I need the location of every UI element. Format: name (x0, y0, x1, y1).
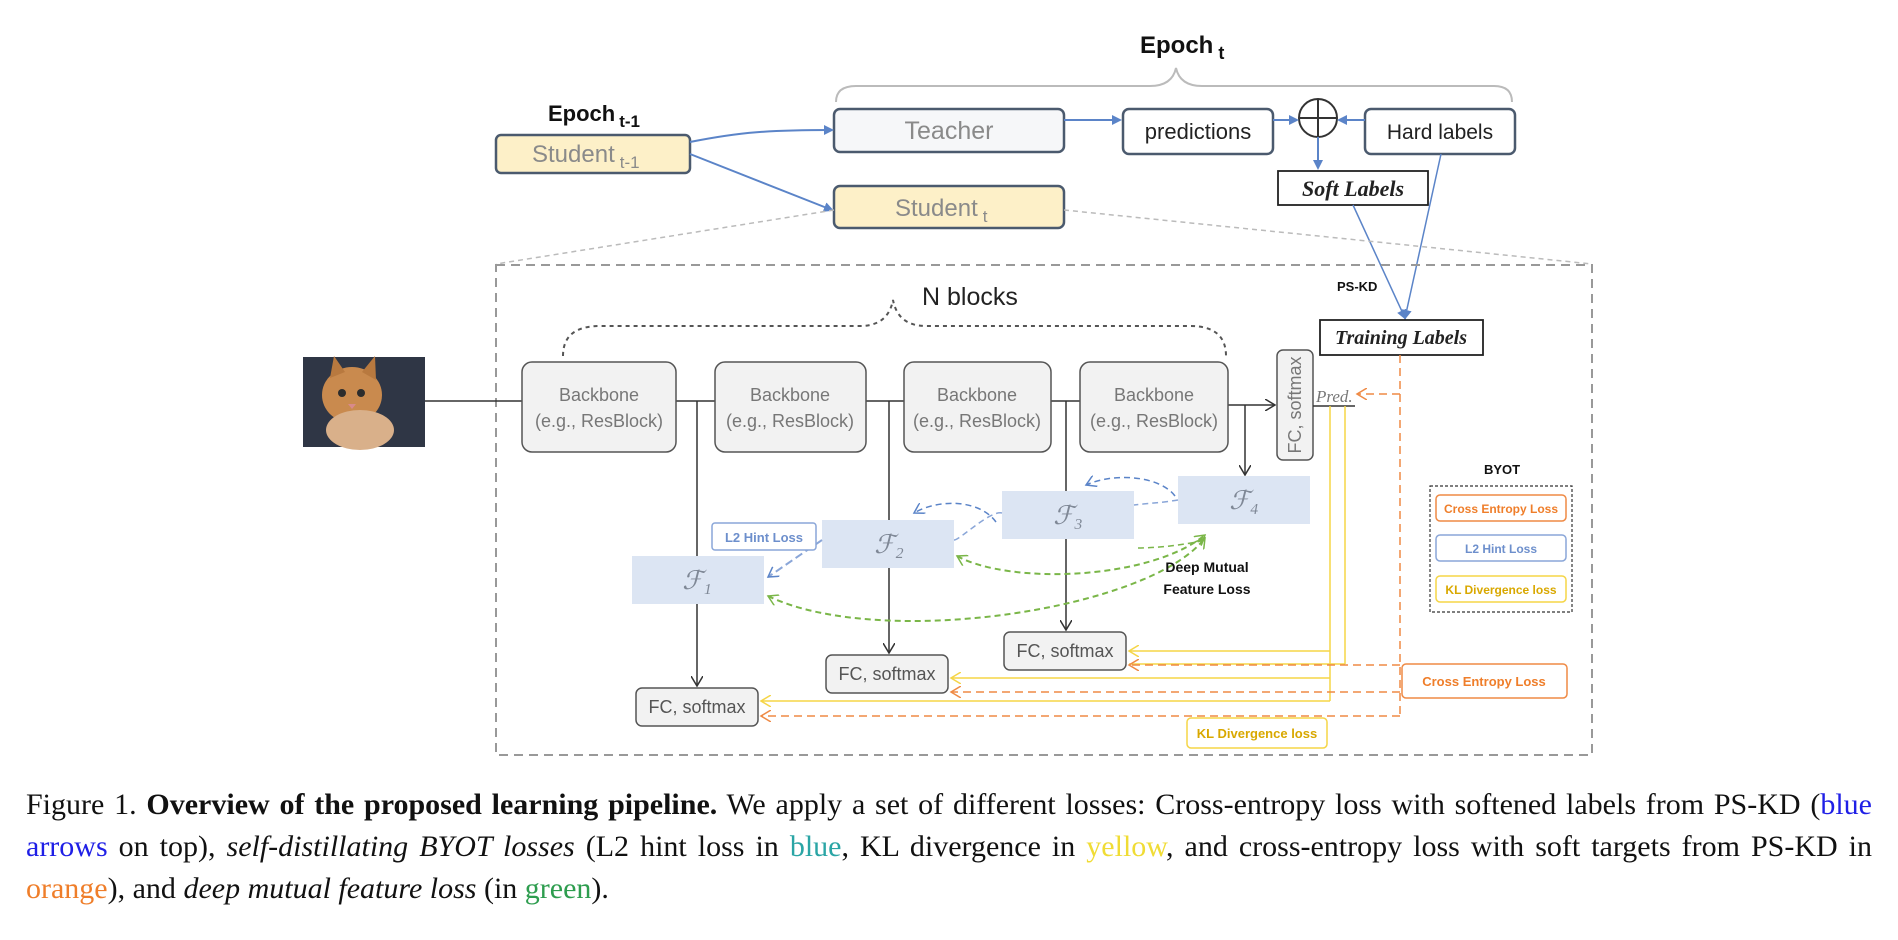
svg-text:FC, softmax: FC, softmax (648, 697, 745, 717)
svg-text:Training Labels: Training Labels (1335, 327, 1467, 349)
caption-blue: blue (789, 830, 842, 863)
feature-f4-box: ℱ₄ (1178, 476, 1310, 524)
caption-blue-arrows: blue arrows (26, 788, 1872, 863)
svg-text:FC, softmax: FC, softmax (1016, 641, 1113, 661)
caption-text-3: (L2 hint loss in (585, 830, 779, 863)
svg-text:FC, softmax: FC, softmax (838, 664, 935, 684)
zoom-line-left (495, 209, 835, 265)
feature-f2-box: ℱ₂ (822, 520, 954, 568)
caption-orange: orange (26, 872, 108, 905)
feature-f1-box: ℱ₁ (632, 556, 764, 604)
l2-arrow-f4-to-f3-curve (1086, 477, 1176, 497)
mutual-curve-f1-f4 (768, 538, 1205, 622)
svg-text:Cross Entropy Loss: Cross Entropy Loss (1422, 674, 1546, 689)
svg-text:(e.g., ResBlock): (e.g., ResBlock) (535, 411, 663, 431)
soft-labels-box: Soft Labels (1277, 170, 1429, 206)
svg-text:(e.g., ResBlock): (e.g., ResBlock) (1090, 411, 1218, 431)
caption-text-5: , and cross-entropy loss with soft targe… (1166, 830, 1873, 863)
svg-text:KL Divergence loss: KL Divergence loss (1197, 726, 1317, 741)
n-blocks-brace (562, 299, 1227, 357)
fc-softmax-box-3: FC, softmax (1003, 631, 1127, 671)
byot-legend: BYOT Cross Entropy Loss L2 Hint Loss KL … (1429, 462, 1573, 613)
caption-text-1: We apply a set of different losses: Cros… (726, 788, 1821, 821)
caption-text-7: (in (483, 872, 518, 905)
svg-text:ℱ₂: ℱ₂ (874, 530, 903, 559)
feature-f3-box: ℱ₃ (1002, 491, 1134, 539)
combine-oplus-icon (1298, 98, 1338, 138)
svg-text:Backbone: Backbone (750, 385, 830, 405)
caption-text-2: on top), (118, 830, 216, 863)
backbone-block-1: Backbone (e.g., ResBlock) (521, 361, 677, 453)
l2-arrow-f3-to-f2-curve (914, 502, 997, 523)
l2-arrow-f4-to-f3 (1133, 499, 1179, 506)
student-detail-container (495, 264, 1593, 756)
ps-kd-label: PS-KD (1337, 279, 1377, 294)
caption-text-4: , KL divergence in (841, 830, 1076, 863)
caption-label: Figure 1. (26, 788, 137, 821)
backbone-block-4: Backbone (e.g., ResBlock) (1079, 361, 1229, 453)
mutual-curve-f3-f4 (1137, 539, 1206, 549)
svg-text:Backbone: Backbone (937, 385, 1017, 405)
teacher-box: Teacher (832, 107, 1066, 154)
caption-text-6: ), and (107, 872, 176, 905)
svg-text:FC, softmax: FC, softmax (1285, 356, 1305, 453)
kl-divergence-loss-tag: KL Divergence loss (1186, 717, 1328, 749)
byot-legend-kl: KL Divergence loss (1445, 583, 1556, 597)
caption-deep-mutual: deep mutual feature loss (183, 872, 477, 905)
zoom-line-right (1063, 209, 1593, 265)
svg-text:Backbone: Backbone (559, 385, 639, 405)
deep-mutual-label: Deep Mutual (1165, 559, 1248, 575)
final-fc-softmax-box: FC, softmax (1276, 349, 1314, 461)
arrow-soft-to-training (1352, 204, 1407, 320)
predictions-box: predictions (1121, 107, 1275, 156)
arrow-student-to-student (689, 153, 834, 212)
byot-legend-title: BYOT (1484, 462, 1520, 477)
caption-byot-losses: self-distillating BYOT losses (226, 830, 575, 863)
training-labels-box: Training Labels (1319, 319, 1484, 356)
caption-title: Overview of the proposed learning pipeli… (146, 788, 718, 821)
l2-hint-loss-tag: L2 Hint Loss (711, 522, 817, 551)
svg-text:Soft Labels: Soft Labels (1302, 176, 1404, 201)
backbone-block-2: Backbone (e.g., ResBlock) (714, 361, 867, 453)
fc-softmax-box-2: FC, softmax (825, 654, 949, 694)
svg-text:Teacher: Teacher (905, 117, 994, 145)
svg-text:Hard labels: Hard labels (1387, 121, 1493, 144)
svg-text:Backbone: Backbone (1114, 385, 1194, 405)
svg-text:ℱ₁: ℱ₁ (682, 566, 711, 595)
byot-legend-ce: Cross Entropy Loss (1444, 502, 1558, 516)
svg-text:(e.g., ResBlock): (e.g., ResBlock) (726, 411, 854, 431)
caption-green: green (524, 872, 592, 905)
l2-arrow-f3-to-f2 (953, 512, 1003, 541)
svg-text:L2 Hint Loss: L2 Hint Loss (725, 530, 803, 545)
arrow-hard-to-training (1401, 153, 1442, 320)
caption-yellow: yellow (1086, 830, 1166, 863)
backbone-block-3: Backbone (e.g., ResBlock) (903, 361, 1052, 453)
deep-mutual-label-2: Feature Loss (1163, 581, 1250, 597)
svg-text:(e.g., ResBlock): (e.g., ResBlock) (913, 411, 1041, 431)
figure-caption: Figure 1. Overview of the proposed learn… (26, 784, 1872, 910)
input-cat-image (303, 356, 425, 450)
pred-label: Pred. (1315, 387, 1353, 406)
arrow-student-to-teacher (689, 125, 834, 143)
svg-text:predictions: predictions (1145, 119, 1251, 144)
byot-legend-l2: L2 Hint Loss (1465, 542, 1537, 556)
epoch-t-brace (835, 67, 1513, 103)
svg-text:ℱ₄: ℱ₄ (1229, 486, 1258, 515)
n-blocks-label: N blocks (922, 283, 1018, 311)
fc-softmax-box-1: FC, softmax (635, 687, 759, 727)
hard-labels-box: Hard labels (1363, 107, 1517, 156)
caption-text-8: ). (591, 872, 609, 905)
cross-entropy-loss-tag: Cross Entropy Loss (1401, 663, 1568, 699)
svg-text:ℱ₃: ℱ₃ (1053, 501, 1082, 530)
